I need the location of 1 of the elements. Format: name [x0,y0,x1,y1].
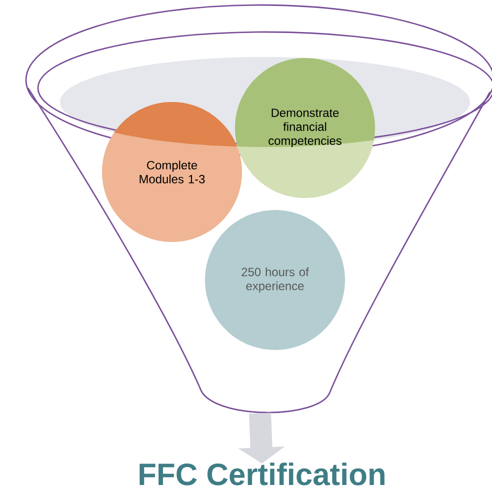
title: FFC Certification [140,462,384,486]
